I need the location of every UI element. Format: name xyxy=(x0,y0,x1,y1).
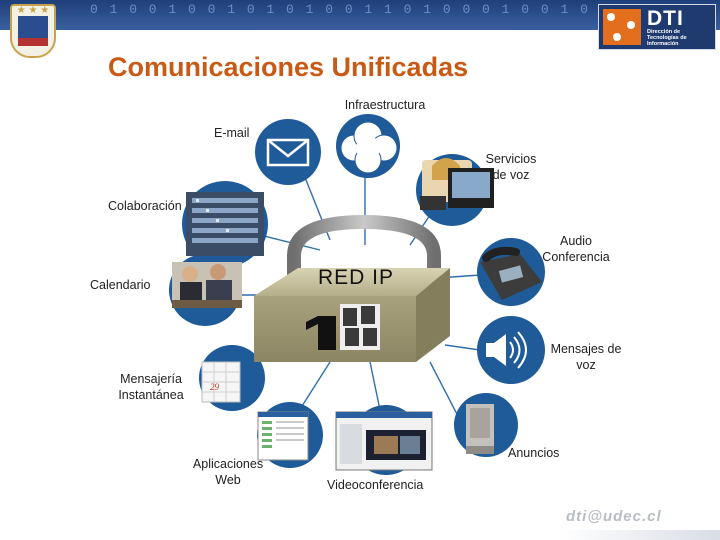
speaker-icon xyxy=(486,331,527,369)
label-email: E-mail xyxy=(214,126,250,140)
calendar-page-icon: 29 xyxy=(201,361,241,403)
label-colaboracion: Colaboración xyxy=(108,199,182,213)
desk-phone-photo xyxy=(480,246,542,300)
slide-title: Comunicaciones Unificadas xyxy=(108,52,469,82)
dti-logo-name: DTI xyxy=(647,7,684,30)
meeting-photo xyxy=(172,262,242,308)
dti-logo: DTI Dirección de Tecnologías de Informac… xyxy=(598,4,716,50)
footer-bar xyxy=(560,530,720,540)
label-calendario: Calendario xyxy=(90,278,151,292)
paging-speaker-photo xyxy=(466,404,494,454)
network-nodes-icon xyxy=(603,9,641,45)
svg-text:29: 29 xyxy=(210,382,220,392)
envelope-icon xyxy=(266,138,310,167)
label-anuncios: Anuncios xyxy=(508,446,560,460)
label-mensajes-voz: Mensajes de voz xyxy=(550,342,622,372)
server-rack-photo xyxy=(186,192,264,256)
dti-logo-subtitle: Dirección de Tecnologías de Información xyxy=(647,29,687,47)
red-ip-label: RED IP xyxy=(318,266,395,289)
node-mensajes-voz xyxy=(477,316,545,384)
footer-email: dti@udec.cl xyxy=(566,508,662,525)
label-servicios-voz: Servicios de voz xyxy=(485,152,537,182)
label-mensajeria: Mensajería Instantánea xyxy=(118,372,184,402)
web-app-screenshot xyxy=(257,411,309,461)
cloud-icon xyxy=(340,121,398,174)
university-crest-icon: ★ ★ ★ xyxy=(10,4,56,58)
label-audio-conferencia: Audio Conferencia xyxy=(542,234,610,264)
label-aplicaciones-web: Aplicaciones Web xyxy=(192,457,264,487)
operator-headset-photo xyxy=(420,158,494,210)
node-email xyxy=(255,119,321,185)
padlock-hub-icon xyxy=(254,214,450,362)
binary-pattern: 0 1 0 0 1 0 0 1 0 1 0 1 0 0 1 1 0 1 0 0 … xyxy=(90,2,688,17)
ip-phones-icon xyxy=(340,304,380,350)
video-window-screenshot xyxy=(335,411,433,471)
label-infraestructura: Infraestructura xyxy=(344,98,426,112)
label-videoconferencia: Videoconferencia xyxy=(327,478,424,492)
